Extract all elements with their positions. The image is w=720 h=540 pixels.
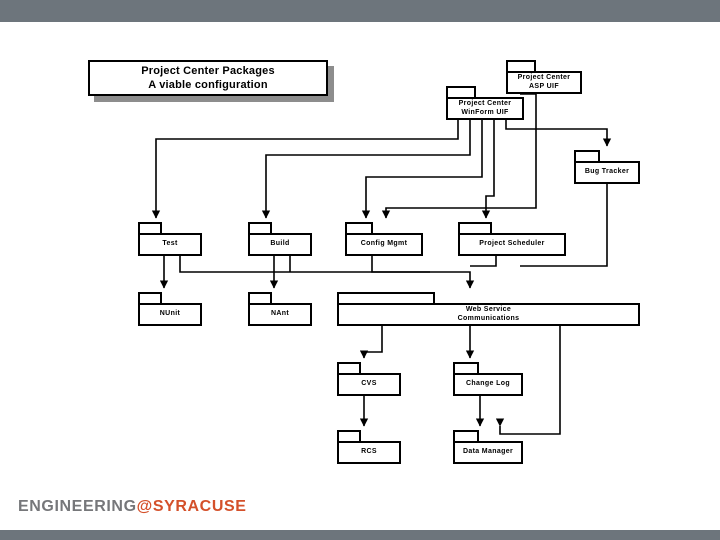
package-node-config[interactable]: Config Mgmt [345,222,423,256]
package-label: Test [138,233,202,256]
package-tab [337,292,435,303]
title-line-1: Project Center Packages [141,64,275,77]
package-label: RCS [337,441,401,464]
brand-syracuse: @SYRACUSE [136,498,247,515]
bottom-band [0,530,720,540]
package-tab [453,362,479,373]
package-tab [506,60,536,71]
footer-wordmark: ENGINEERING@SYRACUSE [18,498,247,516]
package-tab [453,430,479,441]
package-node-nant[interactable]: NAnt [248,292,312,326]
package-tab [248,222,272,233]
top-band [0,0,720,22]
package-tab [138,292,162,303]
package-node-datamgr[interactable]: Data Manager [453,430,523,464]
package-node-bug[interactable]: Bug Tracker [574,150,640,184]
package-node-changelog[interactable]: Change Log [453,362,523,396]
brand-engineering: ENGINEERING [18,498,137,515]
package-tab [446,86,476,97]
package-node-cvs[interactable]: CVS [337,362,401,396]
package-label: CVS [337,373,401,396]
package-node-sched[interactable]: Project Scheduler [458,222,566,256]
package-label: Build [248,233,312,256]
package-node-test[interactable]: Test [138,222,202,256]
package-tab [345,222,373,233]
package-label: Config Mgmt [345,233,423,256]
package-label: NUnit [138,303,202,326]
package-tab [337,430,361,441]
title-line-2: A viable configuration [148,79,268,91]
slide-title-callout: Project Center Packages A viable configu… [88,60,334,102]
title-face: Project Center Packages A viable configu… [88,60,328,96]
package-tab [248,292,272,303]
package-label: Change Log [453,373,523,396]
package-label: Project Scheduler [458,233,566,256]
package-tab [458,222,492,233]
package-node-nunit[interactable]: NUnit [138,292,202,326]
package-tab [138,222,162,233]
package-node-rcs[interactable]: RCS [337,430,401,464]
package-label: NAnt [248,303,312,326]
package-node-build[interactable]: Build [248,222,312,256]
package-label: Data Manager [453,441,523,464]
package-label: Bug Tracker [574,161,640,184]
connector-layer [151,93,612,435]
package-tab [337,362,361,373]
package-tab [574,150,600,161]
